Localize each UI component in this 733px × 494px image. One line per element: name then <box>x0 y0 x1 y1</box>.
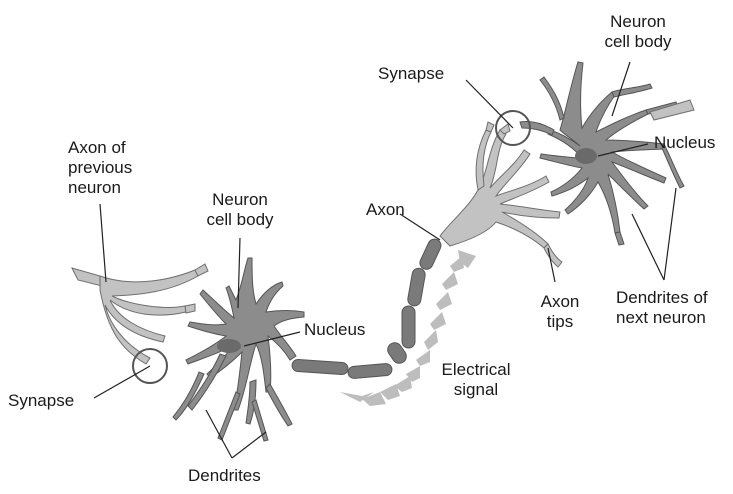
label-axon-previous-line2: previous <box>68 158 132 178</box>
label-axon-previous-neuron: Axon of previous neuron <box>68 138 132 198</box>
left-nucleus-shape <box>217 339 241 353</box>
label-dendrites-next-line2: next neuron <box>616 308 708 328</box>
label-axon-tips: Axon tips <box>538 292 582 332</box>
label-right-cell-body: Neuron cell body <box>592 12 684 52</box>
label-electrical-signal: Electrical signal <box>430 360 522 400</box>
label-axon-tips-line1: Axon <box>538 292 582 312</box>
label-axon-tips-line2: tips <box>538 312 582 332</box>
label-dendrites-next-neuron: Dendrites of next neuron <box>616 288 708 328</box>
previous-axon-terminal <box>72 264 208 364</box>
axon-terminal-branches <box>440 122 562 267</box>
label-axon: Axon <box>366 200 405 220</box>
label-dendrites: Dendrites <box>188 466 261 486</box>
label-right-cell-body-line2: cell body <box>592 32 684 52</box>
label-left-synapse: Synapse <box>8 391 74 411</box>
label-dendrites-next-line1: Dendrites of <box>616 288 708 308</box>
label-axon-previous-line3: neuron <box>68 178 132 198</box>
label-left-cell-body-line2: cell body <box>190 210 290 230</box>
label-left-cell-body: Neuron cell body <box>190 190 290 230</box>
label-electrical-line1: Electrical <box>430 360 522 380</box>
label-right-nucleus: Nucleus <box>654 133 715 153</box>
label-right-synapse: Synapse <box>378 64 444 84</box>
label-right-cell-body-line1: Neuron <box>592 12 684 32</box>
right-nucleus-shape <box>575 148 597 164</box>
label-left-cell-body-line1: Neuron <box>190 190 290 210</box>
label-axon-previous-line1: Axon of <box>68 138 132 158</box>
label-left-nucleus: Nucleus <box>304 320 365 340</box>
label-electrical-line2: signal <box>430 380 522 400</box>
